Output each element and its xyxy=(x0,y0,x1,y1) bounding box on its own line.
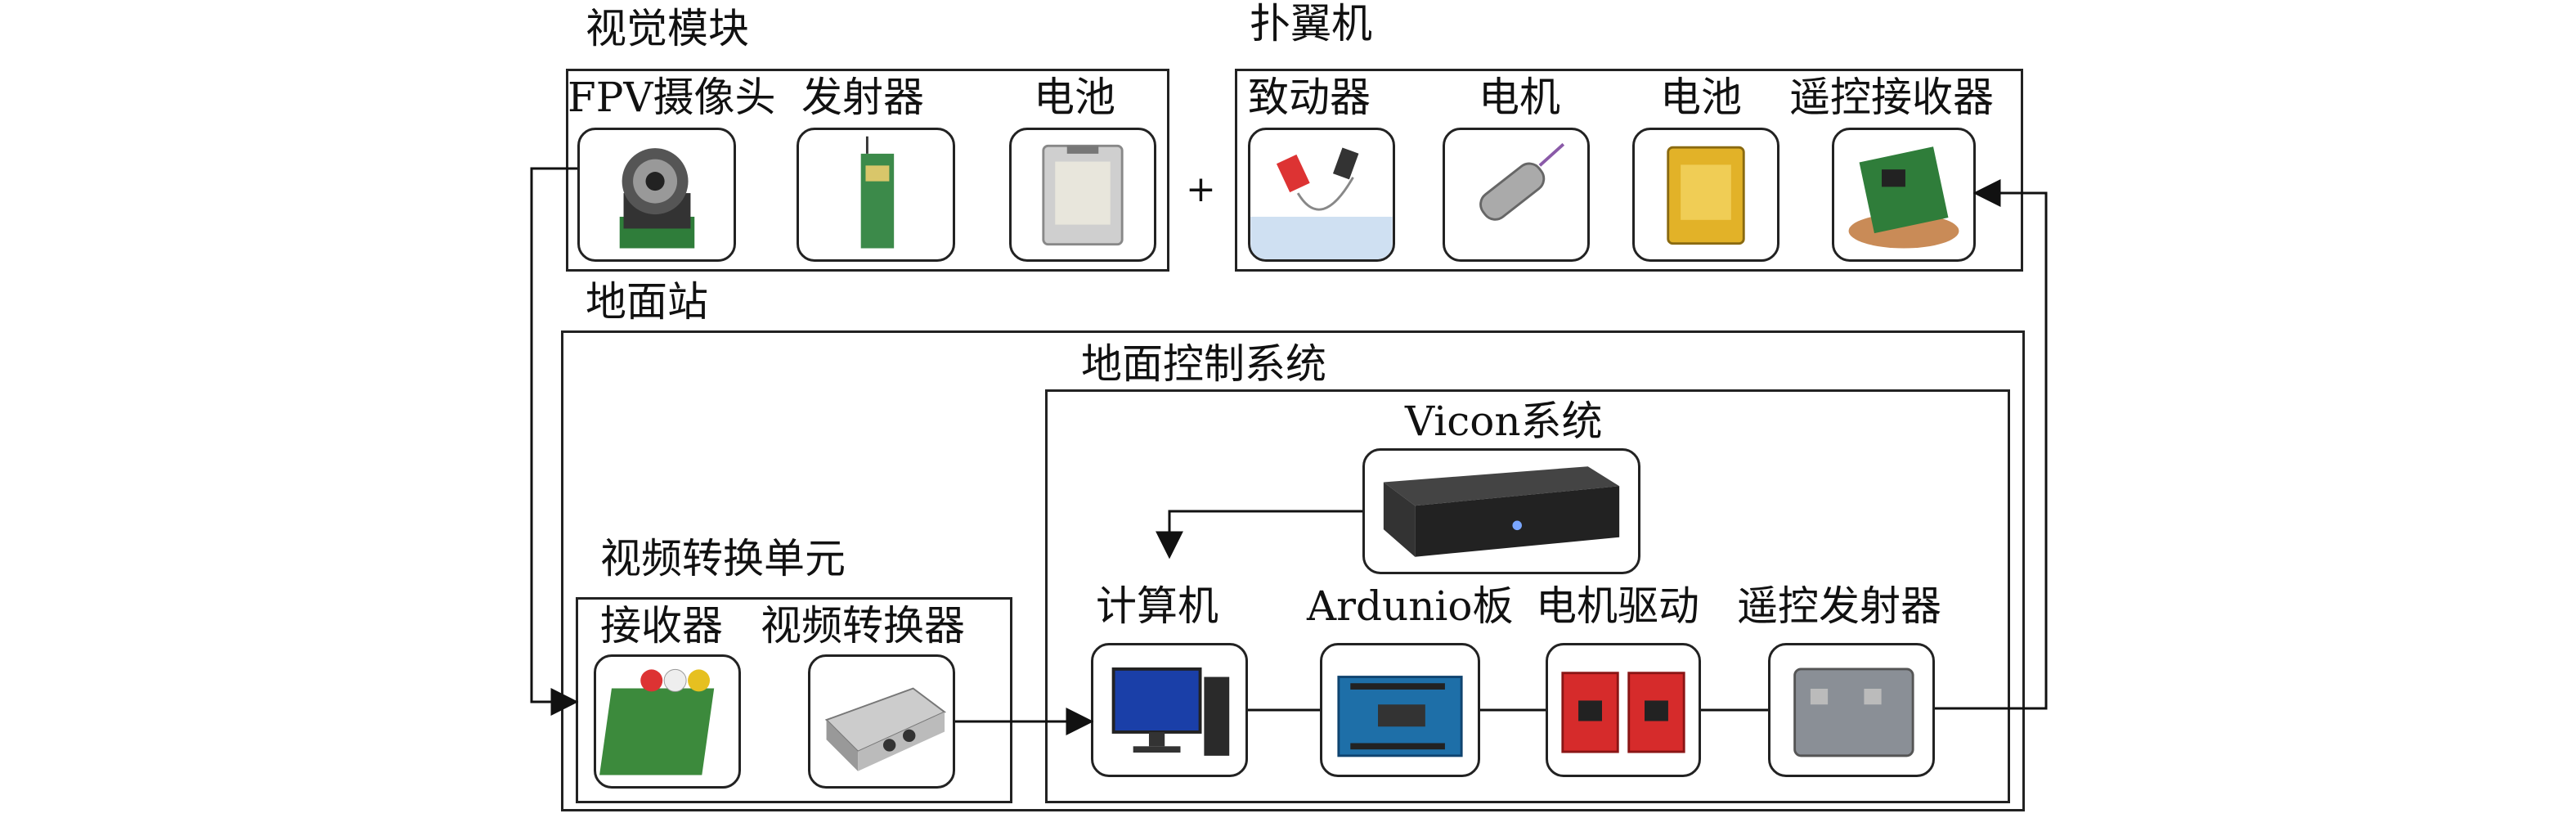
ornithopter-box xyxy=(1235,69,2023,272)
battery-image-orni xyxy=(1632,128,1779,262)
transmitter-to-rc-receiver-line xyxy=(1935,179,2048,710)
vicon-image xyxy=(1362,448,1640,574)
camera-image xyxy=(577,128,736,262)
video-receiver-image xyxy=(594,654,741,789)
video-receiver-label: 接收器 xyxy=(600,602,723,649)
rc-transmitter-image xyxy=(1768,643,1935,777)
computer-label: 计算机 xyxy=(1096,582,1218,630)
motor-driver-label: 电机驱动 xyxy=(1536,582,1699,630)
battery-label-orni: 电池 xyxy=(1660,74,1742,121)
arduino-label: Ardunio板 xyxy=(1307,582,1514,630)
video-converter-label: 视频转换器 xyxy=(761,602,965,649)
vision-module-box xyxy=(566,69,1169,272)
video-unit-title: 视频转换单元 xyxy=(600,535,846,582)
transmitter-label: 发射器 xyxy=(801,74,924,121)
motor-driver-image xyxy=(1546,643,1701,777)
control-system-title: 地面控制系统 xyxy=(1081,340,1326,388)
rc-transmitter-label: 遥控发射器 xyxy=(1737,582,1941,630)
battery-label-vision: 电池 xyxy=(1034,74,1115,121)
video-converter-image xyxy=(808,654,955,789)
rc-receiver-image xyxy=(1832,128,1976,262)
transmitter-image xyxy=(797,128,955,262)
rc-receiver-label: 遥控接收器 xyxy=(1789,74,1994,121)
vicon-to-computer-line xyxy=(1156,510,1362,560)
computer-image xyxy=(1091,643,1248,777)
camera-label: FPV摄像头 xyxy=(568,74,776,121)
vision-module-title: 视觉模块 xyxy=(586,5,749,52)
ground-station-box xyxy=(561,330,2025,811)
camera-to-receiver-line xyxy=(530,167,579,716)
actuator-image xyxy=(1248,128,1395,262)
battery-image-vision xyxy=(1009,128,1156,262)
motor-image xyxy=(1443,128,1590,262)
control-system-box xyxy=(1045,389,2010,803)
ground-station-title: 地面站 xyxy=(586,278,708,326)
motor-label: 电机 xyxy=(1479,74,1560,121)
vicon-label: Vicon系统 xyxy=(1405,398,1603,445)
plus-sign: + xyxy=(1186,169,1216,210)
ornithopter-title: 扑翼机 xyxy=(1250,0,1372,47)
actuator-label: 致动器 xyxy=(1248,74,1371,121)
arduino-image xyxy=(1320,643,1480,777)
